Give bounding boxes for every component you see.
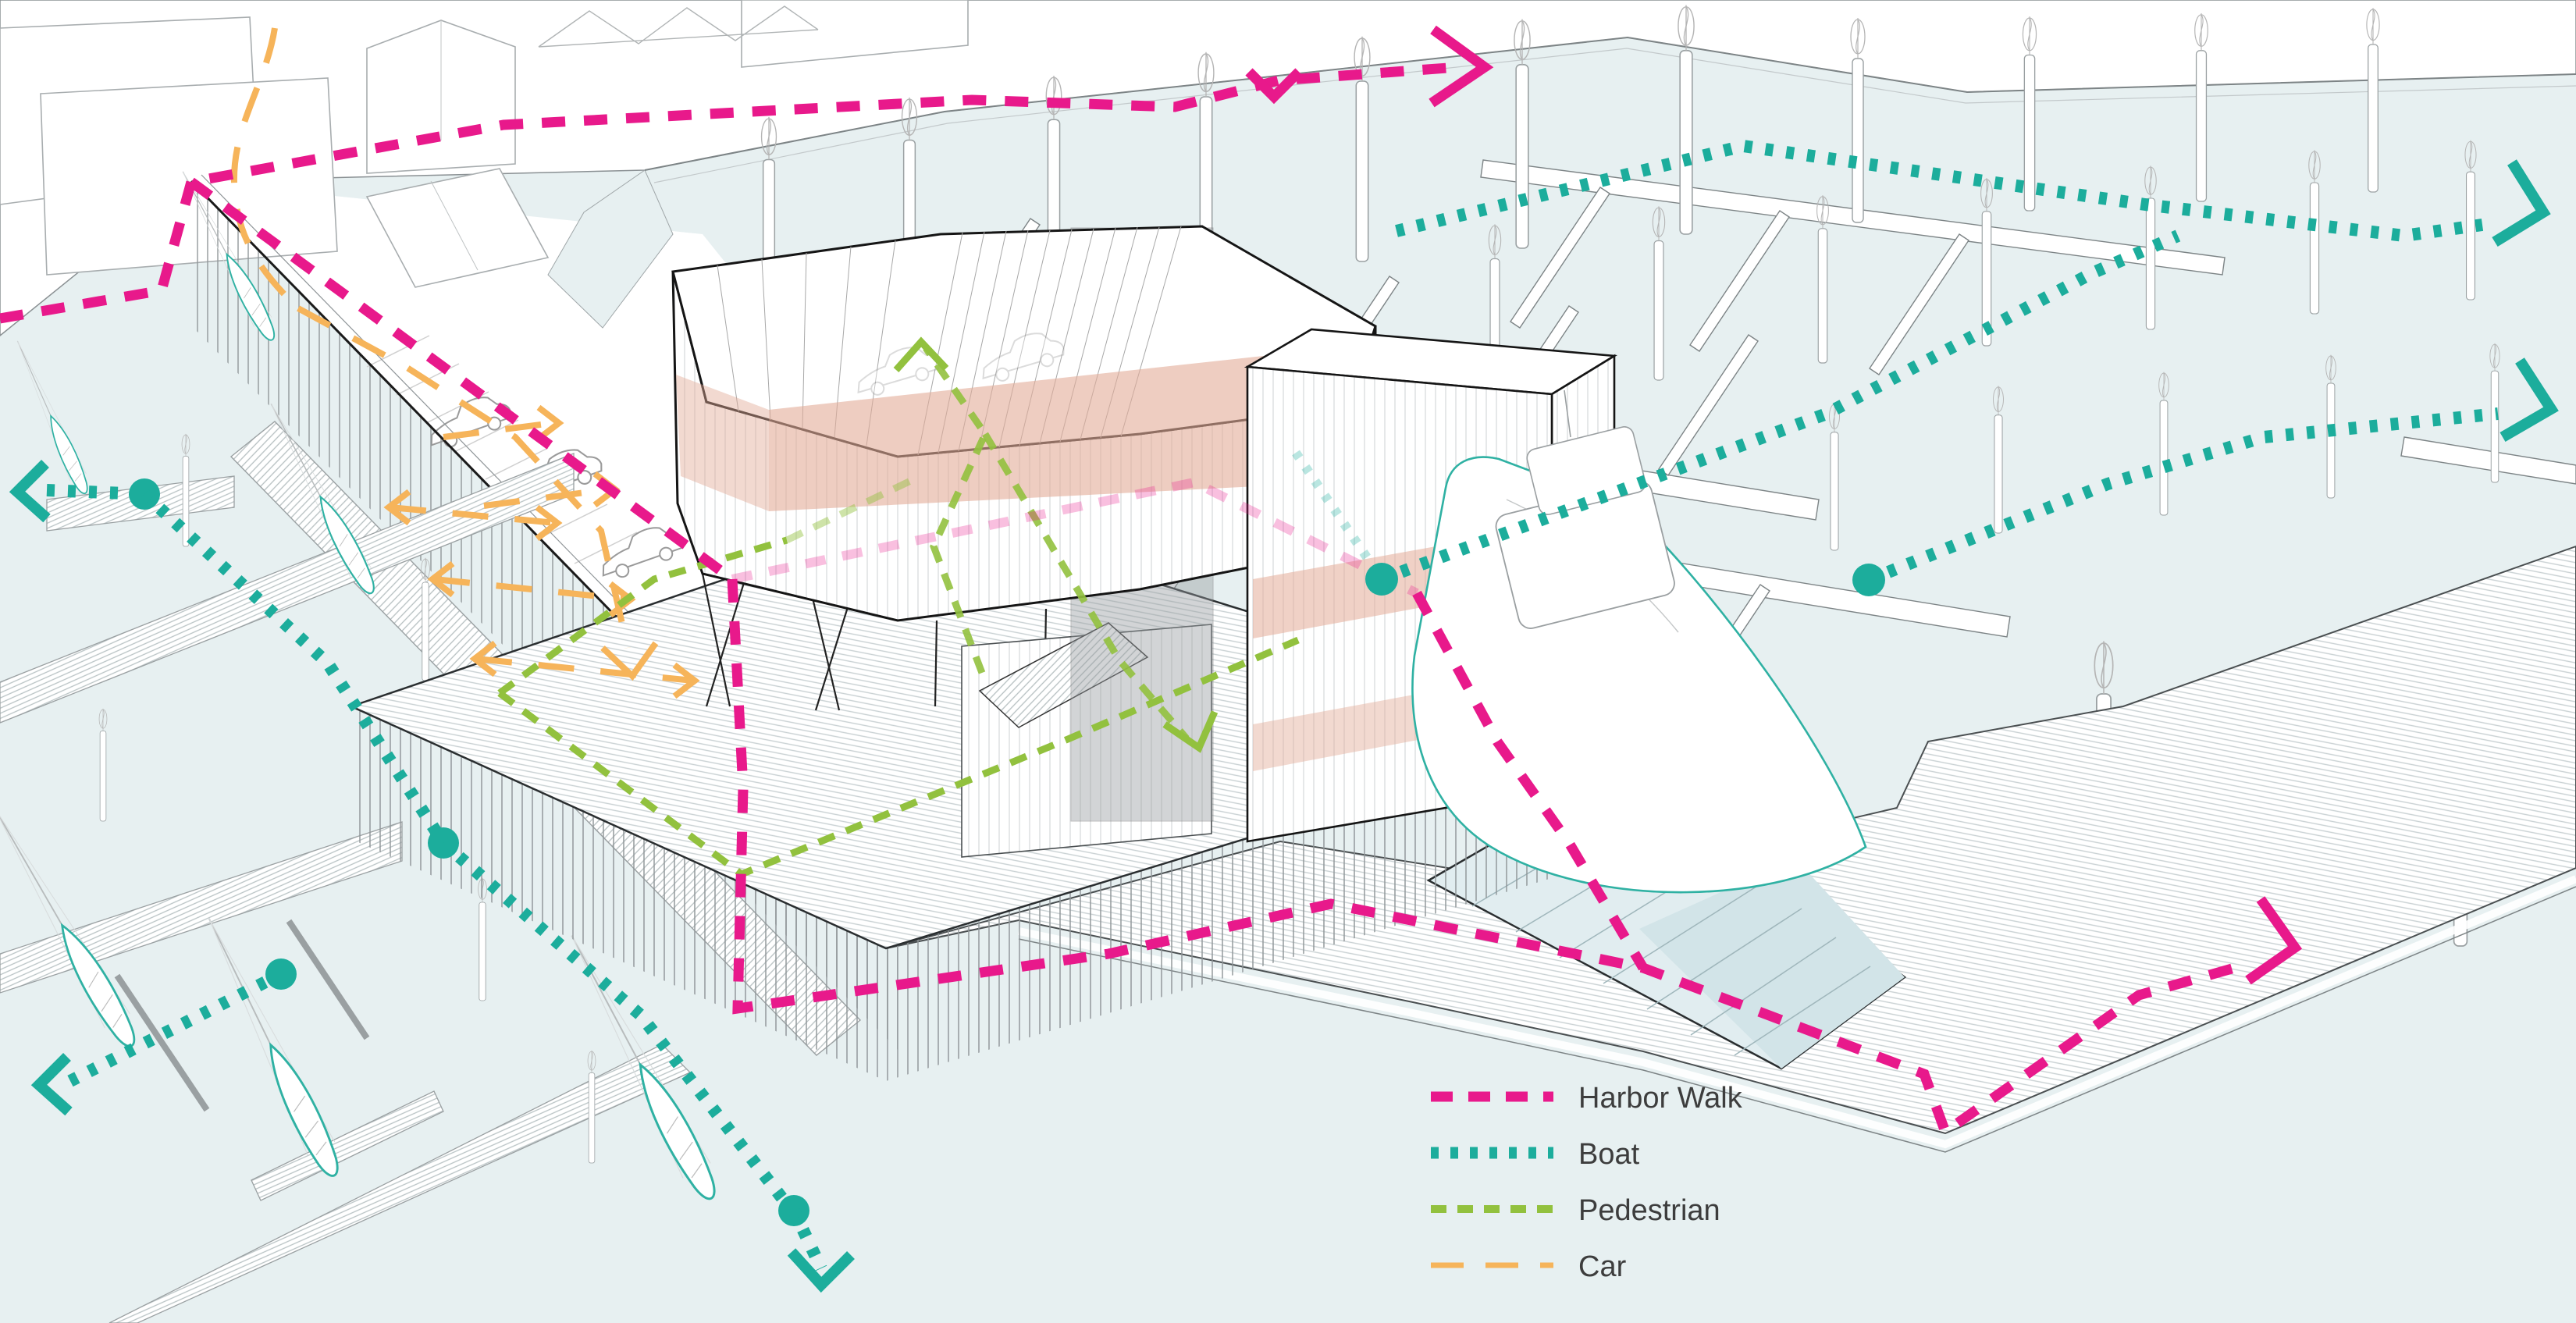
legend-item-car: Car <box>1431 1250 1627 1283</box>
wind-turbine-icon <box>1850 17 1866 223</box>
boat-route <box>9 139 2559 1293</box>
wind-turbine-icon <box>2489 343 2500 483</box>
wind-turbine-icon <box>2366 7 2380 193</box>
harbor-walk-arrow-icon <box>1245 68 1303 105</box>
left-marina <box>0 165 727 1323</box>
harbor-walk-arrow-icon <box>1429 25 1494 108</box>
boat-route-mid <box>1379 229 2181 585</box>
wind-turbine-icon <box>2464 140 2477 301</box>
wind-turbine-icon <box>1678 4 1695 235</box>
pedestrian-route <box>497 336 1300 879</box>
background-buildings <box>0 0 969 288</box>
boat-marker-dot <box>265 958 297 990</box>
harbor-walk-descent <box>188 177 735 584</box>
car-arrow-icon <box>536 404 564 442</box>
pedestrian-arrow-icon <box>1162 710 1219 753</box>
boat-route-south <box>439 838 795 1212</box>
wind-turbine-icon <box>181 433 190 547</box>
pedestrian-branch <box>982 432 1190 741</box>
legend: Harbor Walk Boat Pedestrian Car <box>1431 1082 1743 1283</box>
legend-label-pedestrian: Pedestrian <box>1578 1194 1720 1227</box>
wind-turbine-icon <box>1980 177 1993 347</box>
boat-arrow-icon <box>30 1053 73 1116</box>
wind-turbine-icon <box>2022 16 2037 212</box>
wind-turbine-icon <box>2144 165 2157 330</box>
boat-arrow-icon <box>787 1248 855 1293</box>
harbor-walk-route <box>0 25 2303 1140</box>
wind-turbine-icon <box>1829 402 1840 551</box>
car-route-curve <box>230 27 301 311</box>
pedestrian-stairs <box>923 346 990 674</box>
boat-marker-dot <box>778 1195 809 1226</box>
boat-marker-dot <box>1852 564 1885 596</box>
boat-marker-dot <box>1365 563 1398 596</box>
legend-item-harbor-walk: Harbor Walk <box>1431 1082 1743 1115</box>
car-route-quay <box>297 305 631 649</box>
boat-arrow-icon <box>2500 357 2559 443</box>
wind-turbine-icon <box>1993 385 2004 534</box>
floor-plate <box>676 375 769 511</box>
wind-turbine-icon <box>2194 12 2208 202</box>
car-route <box>230 27 700 699</box>
wind-turbine-icon <box>1514 18 1531 249</box>
boat-arrow-icon <box>9 460 51 523</box>
pedestrian-approach <box>497 536 788 696</box>
wind-turbine-icon <box>421 557 430 681</box>
roof-truss <box>538 5 819 48</box>
car-double-arrow <box>383 489 700 699</box>
wind-turbine-icon <box>1652 205 1666 381</box>
legend-label-boat: Boat <box>1578 1138 1640 1171</box>
wind-turbine-icon <box>1816 194 1829 364</box>
stairs <box>978 622 1149 728</box>
legend-item-pedestrian: Pedestrian <box>1431 1194 1720 1227</box>
harbor-walk-arrow-icon <box>2245 896 2303 985</box>
wind-turbine-icon <box>2308 149 2321 315</box>
legend-item-boat: Boat <box>1431 1138 1640 1171</box>
wind-turbine-icon <box>98 708 108 822</box>
harbor-walk-loop <box>727 578 2250 1140</box>
pedestrian-arrow-icon <box>893 336 949 372</box>
boat-route-west3 <box>67 968 284 1087</box>
wind-turbine-icon <box>587 1050 596 1164</box>
pedestrian-deck-loop <box>497 636 1300 879</box>
legend-label-harbor-walk: Harbor Walk <box>1578 1082 1743 1115</box>
wind-turbine-icon <box>2158 372 2169 516</box>
boat-route-west1 <box>46 484 145 500</box>
legend-label-car: Car <box>1578 1250 1627 1283</box>
harbor-walk-east-descent <box>1412 590 1648 971</box>
harbor-walk-through-building <box>731 477 1419 598</box>
boat-route-north <box>1395 139 2484 243</box>
boat-arrow-icon <box>2492 159 2551 247</box>
boat-route-east <box>1866 407 2499 586</box>
